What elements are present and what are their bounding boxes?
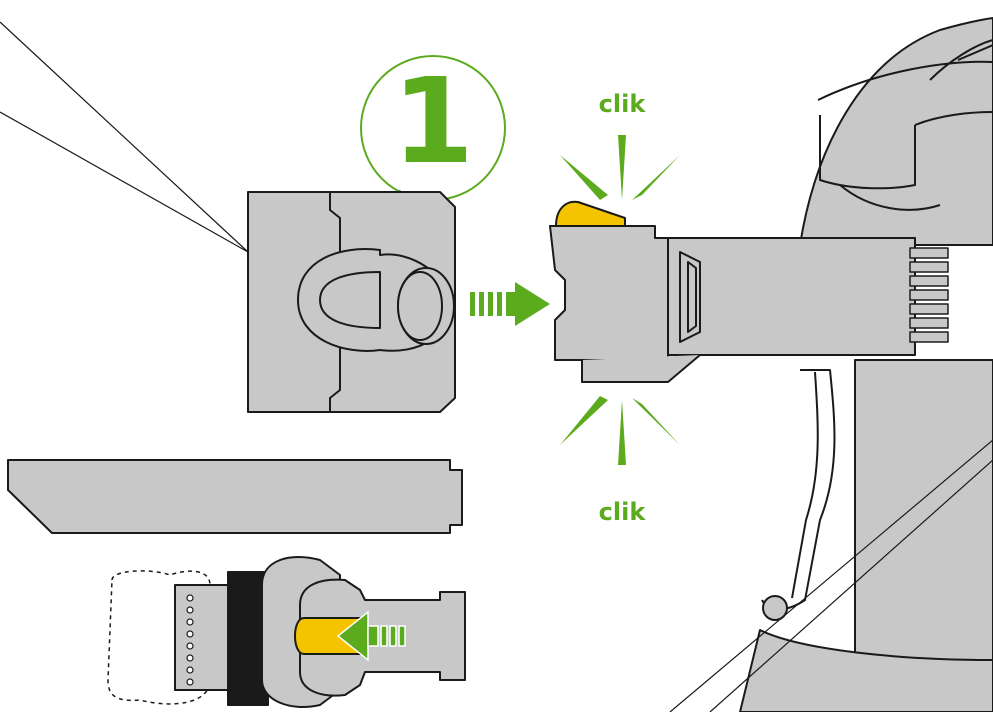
click-burst-bottom-icon — [560, 396, 680, 465]
step-number: 1 — [392, 52, 474, 190]
release-button — [555, 200, 626, 227]
crevice-tool — [7, 459, 463, 534]
release-arrow-icon — [336, 610, 406, 662]
insert-arrow-icon — [470, 282, 550, 326]
brush-tool — [107, 556, 466, 709]
zoom-guide-lines-left — [0, 21, 249, 253]
click-sound-top: clik — [599, 90, 647, 118]
click-burst-top-icon — [560, 135, 680, 200]
vacuum-main-body — [739, 17, 993, 712]
vacuum-nozzle — [549, 200, 949, 383]
click-sound-bottom: clik — [599, 498, 647, 526]
zoom-guide-lines-right — [669, 439, 993, 712]
adapter-attachment — [247, 191, 456, 413]
